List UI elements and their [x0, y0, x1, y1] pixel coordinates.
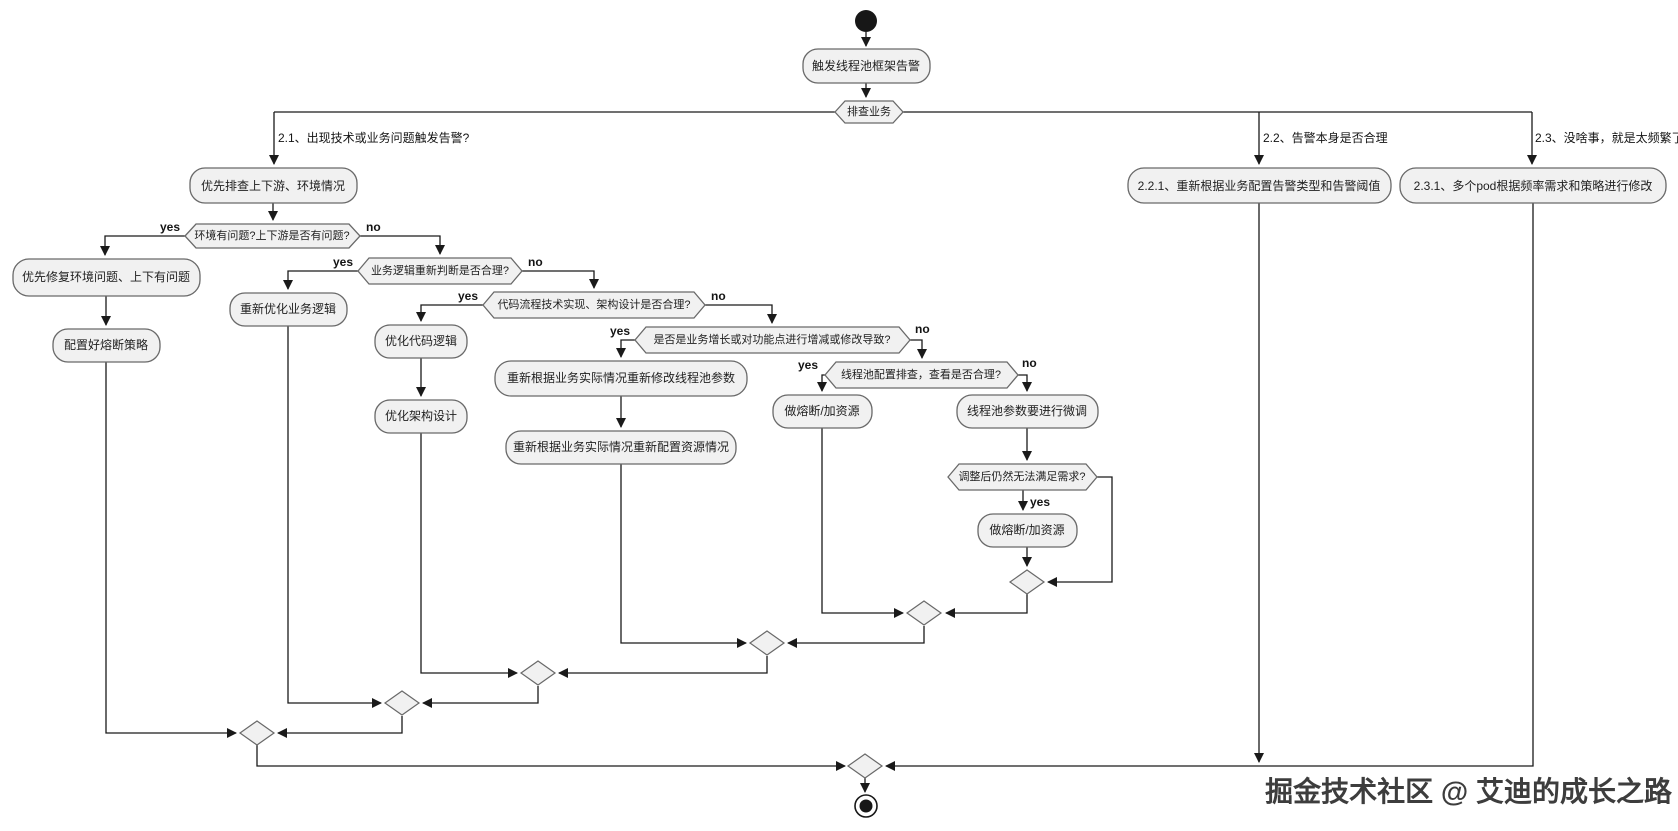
decision-triage [834, 100, 904, 124]
label-code-no: no [711, 289, 726, 303]
merge-diamond-6 [1008, 569, 1046, 595]
edge-qlogic-yes [283, 270, 358, 290]
label-env-no: no [366, 220, 381, 234]
merge-diamond-final [846, 753, 884, 779]
decision-adjust-label: 调整后仍然无法满足需求? [958, 469, 1085, 483]
edges [100, 32, 1537, 793]
decision-env-label: 环境有问题?上下游是否有问题? [194, 228, 349, 242]
nodes [12, 10, 1667, 818]
node-opt-code [374, 324, 468, 359]
label-growth-yes: yes [610, 324, 630, 338]
node-reconfig-res [505, 430, 737, 465]
edge-podstrategy-to-final [885, 203, 1534, 771]
merge-diamond-1 [238, 720, 276, 746]
edge-qadjust-no-bypass [1047, 476, 1113, 587]
node-set-fuse [52, 328, 161, 363]
node-modify-pool [494, 360, 748, 397]
edge-fuse1-to-merge5 [821, 428, 904, 618]
node-check-updown [189, 167, 358, 204]
edge-reconfig-to-merge4 [620, 464, 747, 648]
branch-label-case1: 2.1、出现技术或业务问题触发告警? [278, 130, 470, 145]
edge-setfuse-to-merge1 [105, 362, 237, 738]
edge-merge5-to-merge4 [787, 626, 925, 648]
node-pod-strategy-label: 2.3.1、多个pod根据频率需求和策略进行修改 [1414, 178, 1653, 193]
edge-qpoolcfg-no [1018, 374, 1032, 392]
node-alert [802, 48, 931, 84]
edge-merge4-to-merge3 [558, 656, 768, 678]
edge-qgrowth-no [910, 339, 927, 359]
label-adjust-yes: yes [1030, 495, 1050, 509]
node-fix-env-label: 优先修复环境问题、上下有问题 [22, 269, 190, 284]
label-code-yes: yes [458, 289, 478, 303]
branch-label-case3: 2.3、没啥事，就是太频繁了 [1535, 130, 1678, 145]
edge-qenv-no [360, 235, 445, 255]
node-reconfig-res-label: 重新根据业务实际情况重新配置资源情况 [513, 439, 729, 454]
edge-qcode-yes [416, 304, 483, 322]
label-poolcfg-no: no [1022, 356, 1037, 370]
decision-triage-label: 排查业务 [847, 104, 891, 118]
node-opt-arch [374, 399, 468, 434]
edge-merge3-to-merge2 [422, 686, 539, 708]
node-tune-pool-label: 线程池参数要进行微调 [967, 403, 1087, 418]
decision-env [184, 223, 361, 249]
node-fuse-or-res-1 [772, 394, 873, 429]
node-opt-logic-label: 重新优化业务逻辑 [240, 301, 336, 316]
decision-growth [634, 326, 911, 354]
node-opt-arch-label: 优化架构设计 [385, 408, 457, 423]
edge-optlogic-to-merge2 [287, 326, 382, 708]
edge-merge2-to-merge1 [277, 716, 403, 738]
node-tune-pool [956, 394, 1099, 429]
edge-qcode-no [705, 304, 777, 324]
edge-qpoolcfg-yes [817, 374, 827, 392]
merge-diamond-5 [905, 600, 943, 626]
branch-label-case2: 2.2、告警本身是否合理 [1263, 130, 1388, 145]
decision-logic [357, 257, 523, 285]
start-node [855, 10, 877, 32]
decision-poolcfg [824, 361, 1019, 389]
edge-optarch-to-merge3 [420, 433, 518, 678]
edge-qgrowth-yes [616, 339, 635, 358]
edge-merge6-to-merge5 [945, 594, 1028, 618]
decision-adjust [947, 463, 1098, 491]
watermark: 掘金技术社区 @ 艾迪的成长之路 [1265, 775, 1673, 807]
merge-diamond-2 [383, 690, 421, 716]
node-opt-logic [229, 292, 348, 327]
node-opt-code-label: 优化代码逻辑 [385, 334, 457, 348]
edge-merge1-to-final [256, 745, 846, 771]
node-fuse-or-res-1-label: 做熔断/加资源 [784, 403, 859, 418]
node-fuse-or-res-2 [977, 513, 1078, 548]
label-growth-no: no [915, 322, 930, 336]
edge-qenv-yes [100, 235, 185, 256]
node-labels: 触发线程池框架告警 排查业务 优先排查上下游、环境情况 环境有问题?上下游是否有… [22, 58, 1652, 537]
decision-code-label: 代码流程技术实现、架构设计是否合理? [497, 297, 690, 311]
node-alert-label: 触发线程池框架告警 [812, 58, 920, 73]
merge-diamond-4 [748, 630, 786, 656]
edge-qlogic-no [522, 270, 599, 289]
node-fix-env [12, 258, 201, 297]
edge-labels: 2.1、出现技术或业务问题触发告警? 2.2、告警本身是否合理 2.3、没啥事，… [160, 130, 1678, 509]
node-check-updown-label: 优先排查上下游、环境情况 [201, 178, 345, 193]
label-logic-yes: yes [333, 255, 353, 269]
decision-logic-label: 业务逻辑重新判断是否合理? [371, 263, 509, 277]
label-poolcfg-yes: yes [798, 358, 818, 372]
node-cfg-alarm [1127, 167, 1392, 204]
label-logic-no: no [528, 255, 543, 269]
end-node-dot [859, 799, 873, 813]
decision-code [482, 291, 706, 319]
decision-growth-label: 是否是业务增长或对功能点进行增减或修改导致? [653, 332, 890, 346]
node-pod-strategy [1399, 167, 1667, 204]
node-modify-pool-label: 重新根据业务实际情况重新修改线程池参数 [507, 370, 735, 385]
decision-poolcfg-label: 线程池配置排查，查看是否合理? [841, 367, 1001, 381]
node-set-fuse-label: 配置好熔断策略 [64, 337, 148, 352]
merge-diamond-3 [519, 660, 557, 686]
node-cfg-alarm-label: 2.2.1、重新根据业务配置告警类型和告警阈值 [1138, 178, 1381, 193]
node-fuse-or-res-2-label: 做熔断/加资源 [989, 522, 1064, 537]
label-env-yes: yes [160, 220, 180, 234]
